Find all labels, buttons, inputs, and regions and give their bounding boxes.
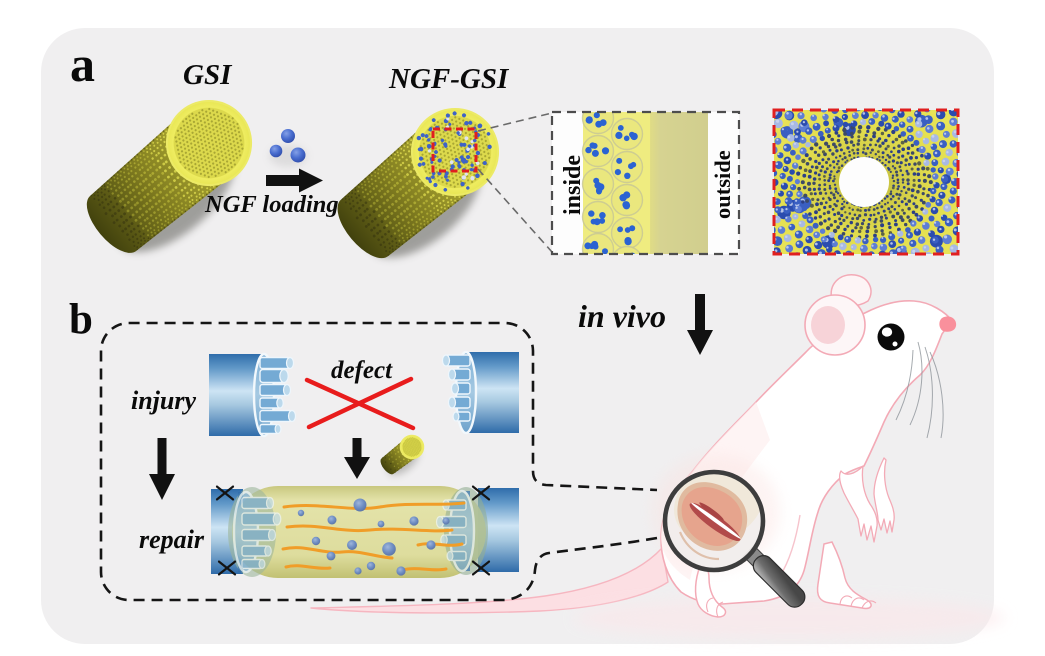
svg-text:NGF loading: NGF loading: [204, 191, 339, 218]
svg-text:repair: repair: [139, 525, 205, 554]
svg-text:inside: inside: [560, 155, 586, 215]
svg-text:defect: defect: [331, 357, 393, 384]
svg-text:injury: injury: [131, 386, 196, 415]
svg-text:b: b: [69, 296, 93, 343]
svg-text:NGF-GSI: NGF-GSI: [388, 63, 510, 95]
svg-text:GSI: GSI: [183, 59, 233, 91]
svg-text:in vivo: in vivo: [578, 298, 666, 334]
svg-text:outside: outside: [710, 150, 735, 219]
svg-text:a: a: [70, 36, 95, 92]
